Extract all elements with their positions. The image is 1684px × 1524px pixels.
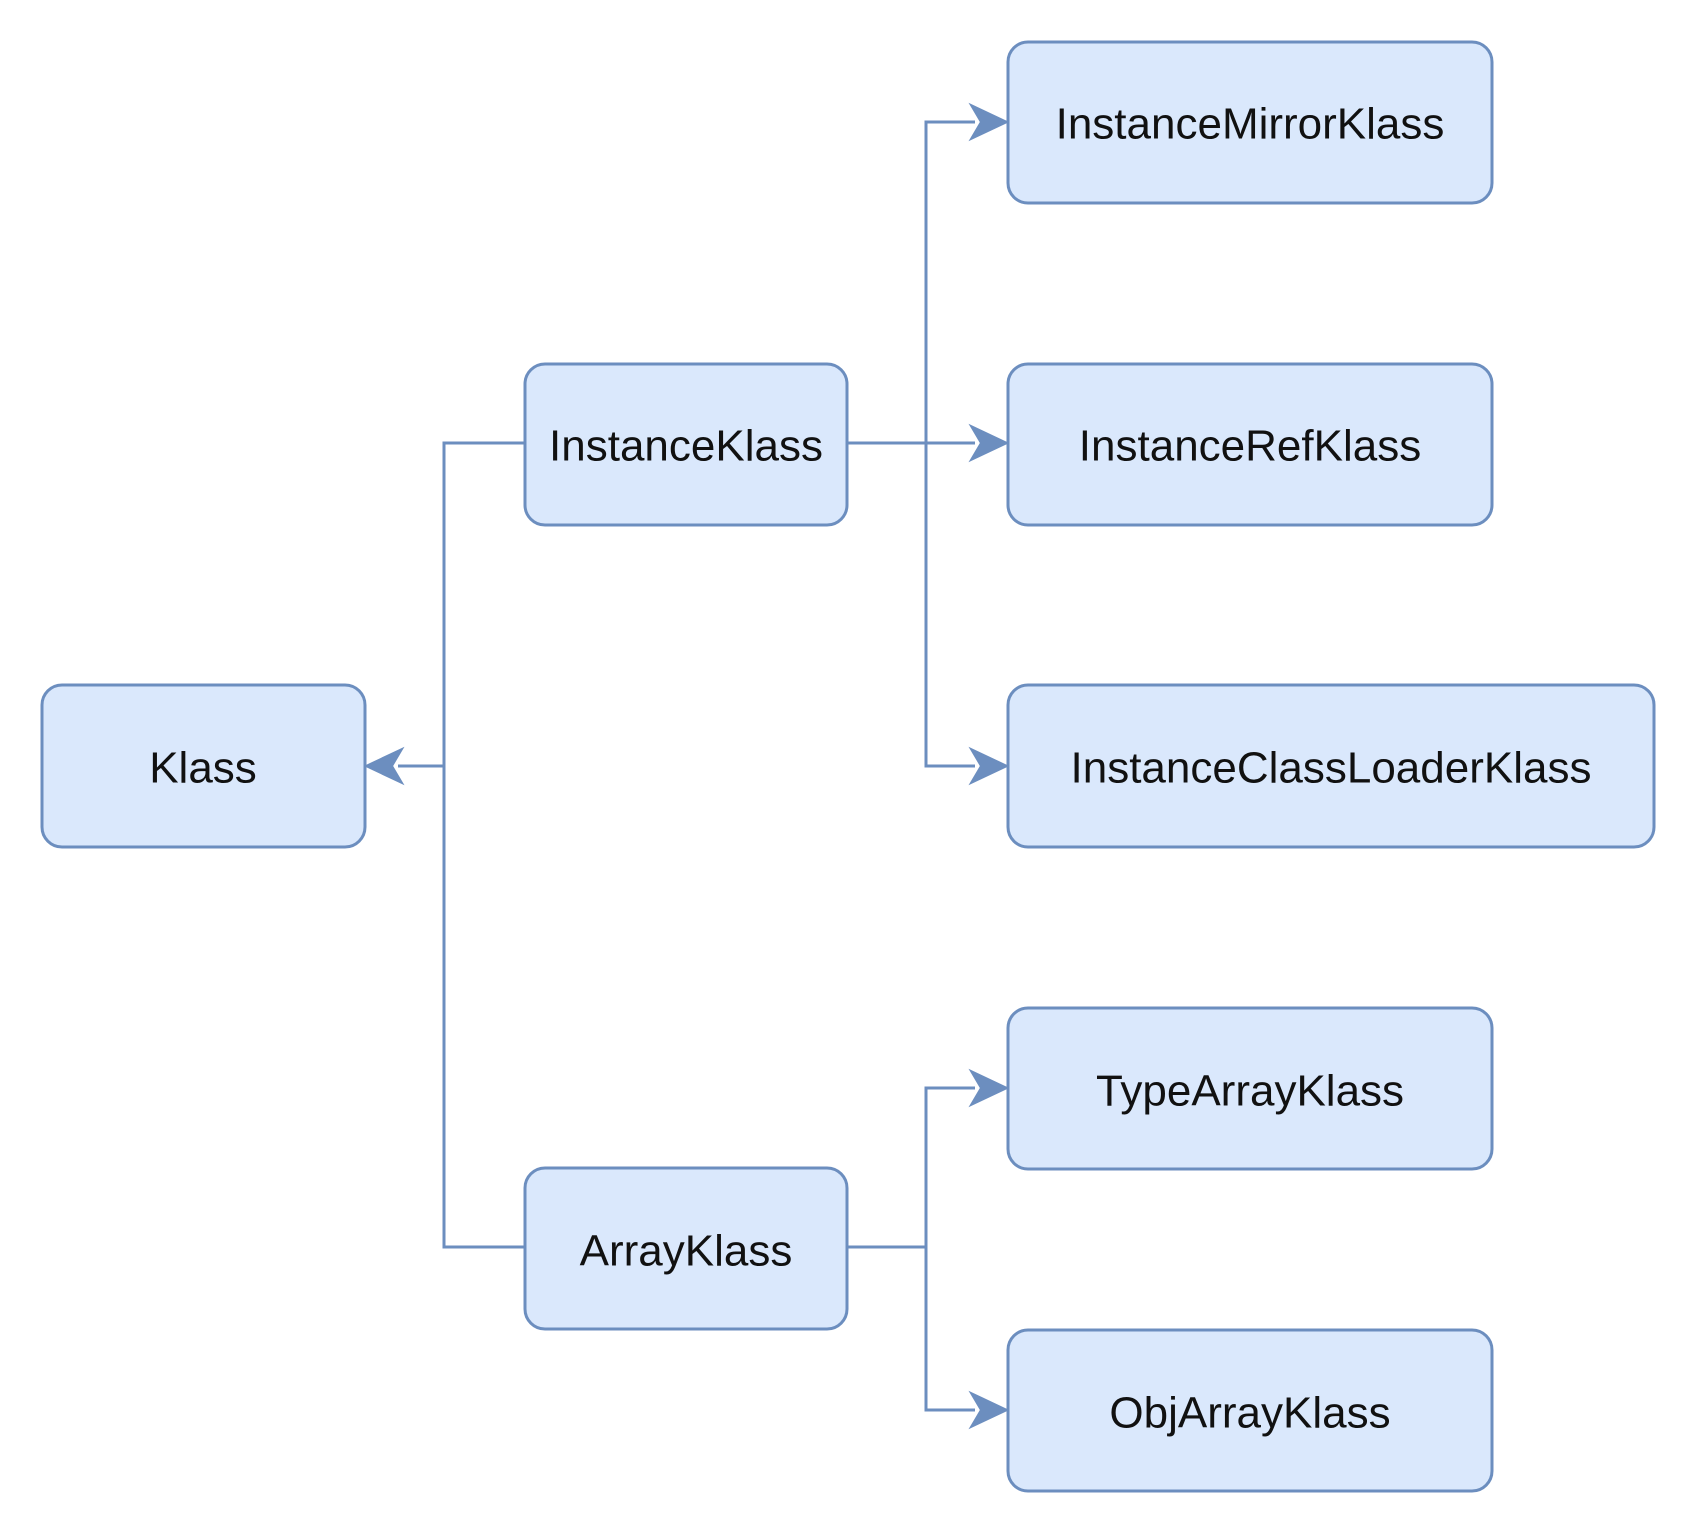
edge-instanceklass-to-instanceclassloaderklass [924,443,975,768]
arrowhead-klass [363,746,405,786]
node-klass: Klass [40,683,367,849]
node-label-klass: Klass [149,744,257,793]
connectors [363,102,1010,1430]
node-label-instancemirrorklass: InstanceMirrorKlass [1056,100,1445,149]
node-objarrayklass: ObjArrayKlass [1006,1328,1494,1493]
node-label-instanceklass: InstanceKlass [549,422,823,471]
edge-instanceklass-to-instancemirrorklass [847,120,975,445]
node-label-arrayklass: ArrayKlass [580,1227,793,1276]
node-typearrayklass: TypeArrayKlass [1006,1006,1494,1171]
node-arrayklass: ArrayKlass [523,1166,849,1331]
node-label-instanceclassloaderklass: InstanceClassLoaderKlass [1071,744,1592,793]
node-instanceclassloaderklass: InstanceClassLoaderKlass [1006,683,1656,849]
node-instancerefklass: InstanceRefKlass [1006,362,1494,527]
node-instanceklass: InstanceKlass [523,362,849,527]
node-instancemirrorklass: InstanceMirrorKlass [1006,40,1494,205]
arrowhead-instancerefklass [968,423,1010,463]
edge-arrayklass-to-objarrayklass [924,1247,975,1412]
arrowhead-instanceclassloaderklass [968,746,1010,786]
node-label-instancerefklass: InstanceRefKlass [1079,422,1421,471]
arrowhead-objarrayklass [968,1390,1010,1430]
edge-instanceklass-to-klass [398,441,524,768]
arrowhead-instancemirrorklass [968,102,1010,142]
edge-arrayklass-to-typearrayklass [847,1086,975,1249]
arrowhead-typearrayklass [968,1068,1010,1108]
edge-arrayklass-to-klass [442,766,524,1249]
node-label-typearrayklass: TypeArrayKlass [1096,1067,1404,1116]
node-label-objarrayklass: ObjArrayKlass [1109,1389,1390,1438]
